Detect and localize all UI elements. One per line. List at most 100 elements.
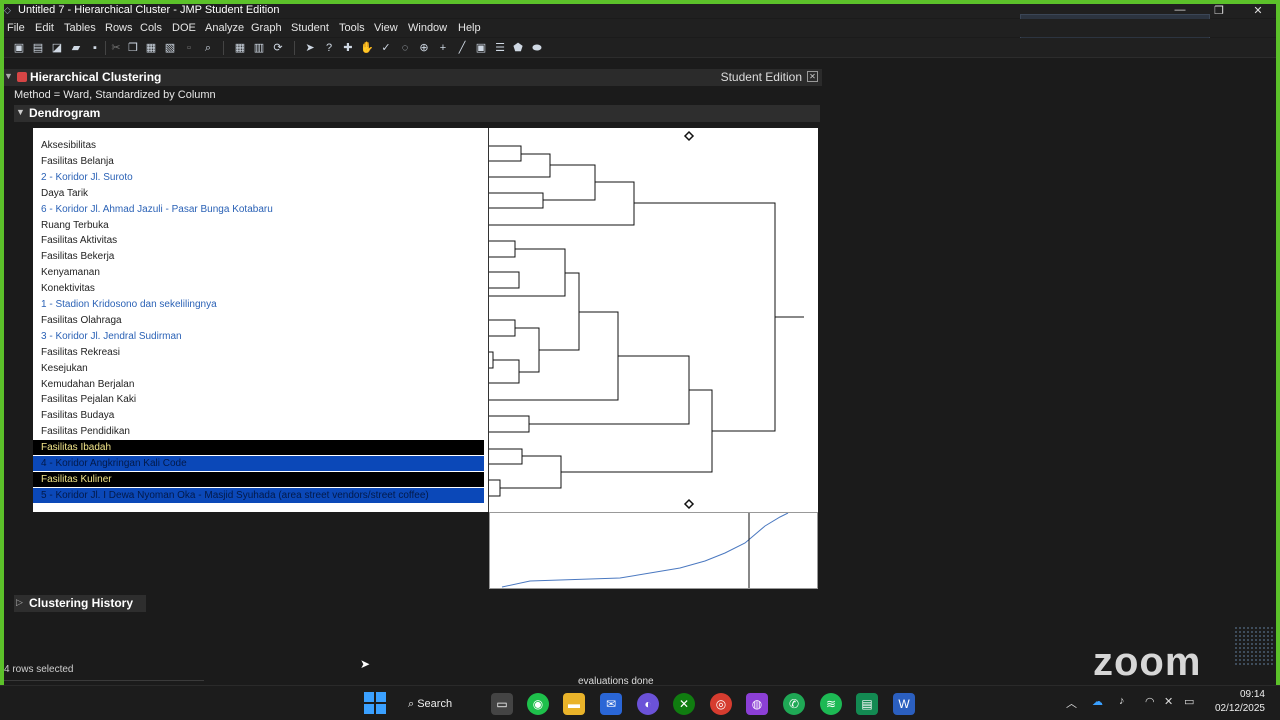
dendrogram-row-label[interactable]: Konektivitas <box>41 283 95 295</box>
new-script-icon[interactable]: ▤ <box>32 42 44 54</box>
copy-icon[interactable]: ❐ <box>128 42 138 54</box>
windows-start-icon[interactable] <box>364 692 386 714</box>
dendrogram-row-label[interactable]: Fasilitas Aktivitas <box>41 235 118 247</box>
top-slider-handle[interactable] <box>683 130 695 142</box>
menu-help[interactable]: Help <box>458 22 481 34</box>
simple-shape-tool-icon[interactable]: ☰ <box>495 42 505 54</box>
show-hidden-icons-icon[interactable]: ︿ <box>1066 698 1077 710</box>
minimize-button[interactable]: — <box>1174 4 1186 16</box>
onedrive-icon[interactable]: ☁ <box>1092 696 1103 708</box>
menu-view[interactable]: View <box>374 22 398 34</box>
dendrogram-row-label[interactable]: 5 - Koridor Jl. I Dewa Nyoman Oka - Masj… <box>33 487 484 503</box>
menu-doe[interactable]: DOE <box>172 22 196 34</box>
dendrogram-row-label[interactable]: Daya Tarik <box>41 187 89 199</box>
brush-tool-icon[interactable]: ✓ <box>381 42 391 54</box>
dendrogram-row-label[interactable]: Fasilitas Bekerja <box>41 251 115 263</box>
lock-icon[interactable]: ▫ <box>187 42 191 54</box>
dendrogram-row-label[interactable]: 3 - Koridor Jl. Jendral Sudirman <box>41 330 182 342</box>
dendrogram-row-label[interactable]: Fasilitas Budaya <box>41 410 115 422</box>
dendrogram-row-label[interactable]: 2 - Koridor Jl. Suroto <box>41 171 133 183</box>
disclosure-triangle-icon[interactable]: ▷ <box>16 597 23 607</box>
menu-cols[interactable]: Cols <box>140 22 163 34</box>
red-triangle-menu-icon[interactable] <box>17 72 27 82</box>
dendrogram-row-label[interactable]: Aksesibilitas <box>41 140 97 151</box>
hand-tool-icon[interactable]: ✋ <box>360 42 374 54</box>
microphone-icon[interactable]: ♪ <box>1119 695 1125 707</box>
magnifier-tool-icon[interactable]: ⊕ <box>419 42 429 54</box>
open-folder-icon[interactable]: ▰ <box>71 42 81 54</box>
spotify-icon[interactable]: ≋ <box>820 693 842 715</box>
dendrogram-row-label[interactable]: Ruang Terbuka <box>41 219 109 231</box>
line-app-icon[interactable]: ◉ <box>527 693 549 715</box>
dendrogram-row-label[interactable]: Fasilitas Ibadah <box>33 440 484 456</box>
dendrogram-row-label[interactable]: Kesejukan <box>41 362 88 374</box>
journal-icon[interactable]: ▧ <box>164 42 176 54</box>
menu-rows[interactable]: Rows <box>105 22 133 34</box>
file-explorer-icon[interactable]: ▬ <box>563 693 585 715</box>
disclosure-triangle-icon[interactable]: ▼ <box>4 71 13 81</box>
dendrogram-row-label[interactable]: 4 - Koridor Angkringan Kali Code <box>33 456 484 471</box>
menu-file[interactable]: File <box>7 22 25 34</box>
disclosure-triangle-icon[interactable]: ▼ <box>16 107 25 117</box>
volume-muted-icon[interactable]: ✕ <box>1164 696 1174 708</box>
screen-recorder-icon[interactable]: ◍ <box>746 693 768 715</box>
menu-tables[interactable]: Tables <box>64 22 96 34</box>
search-icon[interactable]: ⌕ <box>204 42 212 54</box>
refresh-icon[interactable]: ⟳ <box>273 42 283 54</box>
dendrogram-row-label[interactable]: 6 - Koridor Jl. Ahmad Jazuli - Pasar Bun… <box>41 203 273 215</box>
dendrogram-row-label[interactable]: Kenyamanan <box>41 267 100 279</box>
dendrogram-row-label[interactable]: 1 - Stadion Kridosono dan sekelilingnya <box>41 299 217 310</box>
selection-tool-icon[interactable]: ✚ <box>343 42 353 54</box>
annotate-tool-icon[interactable]: ▣ <box>475 42 487 54</box>
close-button[interactable]: ✕ <box>1253 5 1263 17</box>
report-icon[interactable]: ▥ <box>253 42 265 54</box>
new-data-table-icon[interactable]: ▣ <box>13 42 25 54</box>
dendrogram-row-label[interactable]: Kemudahan Berjalan <box>41 378 135 390</box>
xbox-icon[interactable]: ✕ <box>673 693 695 715</box>
lasso-tool-icon[interactable]: ◌ <box>401 42 409 54</box>
menu-window[interactable]: Window <box>408 22 448 34</box>
hierarchical-clustering-header[interactable]: ▼ Hierarchical Clustering Student Editio… <box>4 69 822 86</box>
taskbar-clock[interactable]: 09:14 02/12/2025 <box>1205 688 1265 716</box>
outlook-icon[interactable]: ✉ <box>600 693 622 715</box>
polygon-tool-icon[interactable]: ⬟ <box>513 42 523 54</box>
save-icon[interactable]: ▪ <box>93 42 97 54</box>
clustering-history-header[interactable]: ▷ Clustering History <box>14 595 146 612</box>
task-view-icon[interactable]: ▭ <box>491 693 513 715</box>
dendrogram-row-label[interactable]: Fasilitas Kuliner <box>33 471 484 487</box>
whatsapp-icon[interactable]: ✆ <box>783 693 805 715</box>
copilot-icon[interactable]: ◐ <box>637 693 659 715</box>
dendrogram-row-label[interactable]: Fasilitas Pendidikan <box>41 426 130 438</box>
close-report-icon[interactable]: ✕ <box>807 71 818 82</box>
mouse-cursor-icon: ➤ <box>360 657 371 671</box>
chrome-icon[interactable]: ◎ <box>710 693 732 715</box>
open-icon[interactable]: ◪ <box>51 42 63 54</box>
ellipse-tool-icon[interactable]: ⬬ <box>532 42 542 54</box>
help-tool-icon[interactable]: ? <box>325 42 333 54</box>
taskbar-search[interactable]: ⌕ Search <box>408 693 480 715</box>
wifi-icon[interactable]: ◠ <box>1145 696 1155 708</box>
paste-icon[interactable]: ▦ <box>145 42 157 54</box>
distance-scree-plot[interactable] <box>489 512 818 589</box>
word-icon[interactable]: W <box>893 693 915 715</box>
data-table-icon[interactable]: ▦ <box>234 42 246 54</box>
cut-icon[interactable]: ✂ <box>111 42 121 54</box>
bottom-slider-handle[interactable] <box>683 498 695 510</box>
battery-icon[interactable]: ▭ <box>1184 696 1195 708</box>
arrow-tool-icon[interactable]: ➤ <box>305 42 315 54</box>
menu-edit[interactable]: Edit <box>35 22 54 34</box>
dendrogram-tree[interactable] <box>489 128 818 512</box>
dendrogram-row-label[interactable]: Fasilitas Belanja <box>41 155 114 167</box>
dendrogram-row-label[interactable]: Fasilitas Rekreasi <box>41 346 120 358</box>
line-tool-icon[interactable]: ╱ <box>458 42 466 54</box>
crosshair-tool-icon[interactable]: + <box>439 42 447 54</box>
dendrogram-row-label[interactable]: Fasilitas Pejalan Kaki <box>41 394 137 406</box>
menu-analyze[interactable]: Analyze <box>205 22 245 34</box>
menu-tools[interactable]: Tools <box>339 22 365 34</box>
maximize-button[interactable]: ❐ <box>1214 5 1224 17</box>
menu-student[interactable]: Student <box>291 22 329 34</box>
menu-graph[interactable]: Graph <box>251 22 282 34</box>
jmp-taskbar-icon[interactable]: ▤ <box>856 693 878 715</box>
dendrogram-row-label[interactable]: Fasilitas Olahraga <box>41 314 122 326</box>
dendrogram-header[interactable]: ▼ Dendrogram <box>14 105 820 122</box>
